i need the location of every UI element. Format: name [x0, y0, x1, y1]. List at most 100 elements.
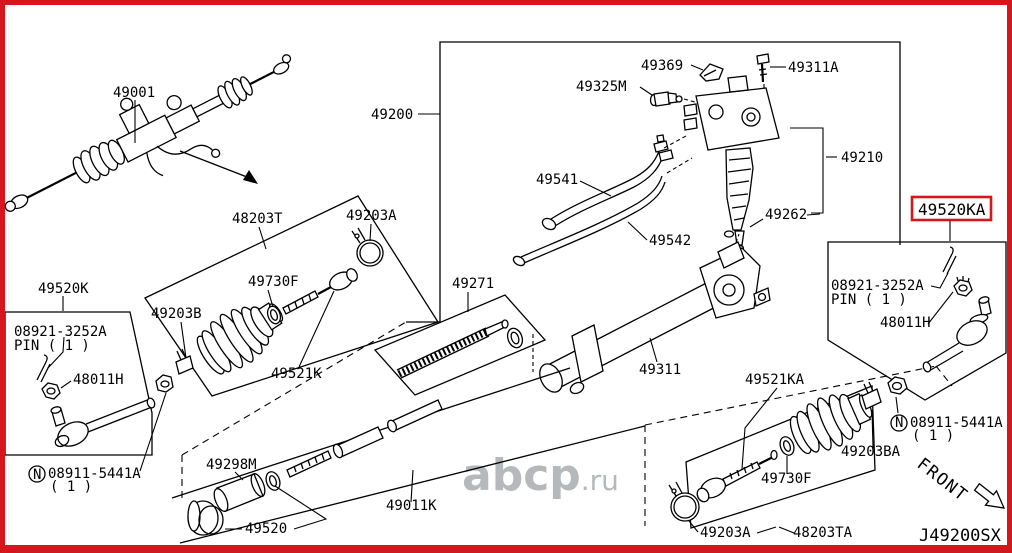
front-arrow	[973, 482, 1006, 509]
label-front: FRONT	[913, 454, 972, 506]
main-assembly-box	[406, 41, 901, 323]
nut-right-drawing	[887, 376, 908, 395]
rack-49271-drawing	[373, 292, 547, 396]
label-n-left-num: 08911-5441A	[48, 466, 141, 482]
pipe-49542-drawing	[512, 149, 693, 267]
label-49203a-lower: 49203A	[700, 525, 751, 541]
label-08921-3252a-left: 08921-3252A	[14, 324, 107, 340]
bracket-49369-drawing	[690, 63, 724, 82]
nut-48011h-left-drawing	[41, 382, 61, 400]
label-49203ba: 49203BA	[841, 444, 901, 460]
label-49311: 49311	[639, 362, 681, 378]
label-48011h-right: 48011H	[880, 315, 931, 331]
label-49521ka: 49521KA	[745, 372, 805, 388]
label-pin-left: PIN ( 1 )	[14, 338, 90, 354]
bracket-49210-lines	[790, 127, 837, 214]
label-49325m: 49325M	[576, 79, 627, 95]
label-49001: 49001	[113, 85, 155, 101]
leader-49520	[274, 485, 328, 530]
watermark: abcp.ru	[462, 450, 619, 501]
label-49200: 49200	[371, 107, 413, 123]
label-49541: 49541	[536, 172, 578, 188]
red-frame-top	[0, 0, 1012, 5]
label-49730f-right: 49730F	[761, 471, 812, 487]
label-n-right-num: 08911-5441A	[910, 415, 1003, 431]
n-circle-right	[890, 414, 908, 432]
sensor-49325m-drawing	[639, 86, 703, 107]
clamp-49203b-drawing	[175, 355, 194, 375]
label-49542: 49542	[649, 233, 691, 249]
label-n-left-qty: ( 1 )	[50, 479, 92, 495]
label-49262: 49262	[765, 207, 807, 223]
leader-49325m	[639, 86, 653, 96]
bolt-49311a-drawing	[756, 53, 786, 99]
label-49271: 49271	[452, 276, 494, 292]
highlight-box-49520ka[interactable]	[910, 195, 993, 241]
label-49298m: 49298M	[206, 457, 257, 473]
tie-rod-end-right-drawing	[922, 296, 992, 373]
leader-49203a-upper	[369, 223, 372, 242]
leader-49542	[627, 221, 648, 241]
leader-49541	[579, 180, 612, 197]
label-49521k: 49521K	[271, 366, 322, 382]
leader-48203t	[258, 226, 267, 250]
label-49011k: 49011K	[386, 498, 437, 514]
leader-49521k	[298, 290, 335, 368]
leader-48011h-right	[927, 291, 954, 325]
leader-49298m	[234, 471, 244, 481]
label-n-left-letter: N	[33, 467, 41, 483]
direction-arrow	[179, 150, 258, 184]
label-j49200sx: J49200SX	[919, 526, 1002, 546]
label-49520ka[interactable]: 49520KA	[918, 200, 986, 219]
leader-48203ta	[778, 526, 795, 534]
leader-49203ba	[871, 409, 874, 449]
label-49210: 49210	[841, 150, 883, 166]
label-n-right-qty: ( 1 )	[912, 428, 954, 444]
leader-49262	[749, 213, 821, 228]
leader-pin-left	[47, 336, 65, 369]
clamp-49203ba-drawing	[861, 388, 882, 410]
leader-49730f-left	[267, 289, 274, 308]
inner-tie-rod-right-drawing	[696, 449, 778, 503]
leader-n-left	[139, 392, 167, 472]
tie-rod-end-left-drawing	[50, 397, 156, 448]
nut-left-drawing	[155, 374, 174, 393]
pin-left-drawing	[36, 354, 51, 383]
pin-right-drawing	[942, 246, 957, 275]
steering-gear-assembly-drawing	[4, 54, 292, 212]
label-48011h-left: 48011H	[73, 372, 124, 388]
red-frame-bottom	[0, 545, 1012, 553]
left-boot-kit-48203t	[144, 195, 439, 397]
label-49203b: 49203B	[151, 306, 202, 322]
bottom-rack-strip	[171, 321, 646, 544]
leader-49203a-lower	[688, 520, 699, 533]
label-48203ta: 48203TA	[793, 525, 853, 541]
label-08921-3252a-right: 08921-3252A	[831, 278, 924, 294]
label-49520k: 49520K	[38, 281, 89, 297]
leader-49311	[649, 337, 658, 363]
label-pin-right: PIN ( 1 )	[831, 292, 907, 308]
right-boot-kit-48203ta	[644, 365, 953, 534]
leader-49203b	[180, 321, 187, 359]
valve-assembly-drawing	[683, 75, 780, 252]
label-n-right-letter: N	[895, 415, 903, 431]
label-49311a: 49311A	[788, 60, 839, 76]
castle-nut-48011h-right-drawing	[953, 279, 973, 297]
label-49520: 49520	[245, 521, 287, 537]
leader-49011k	[410, 469, 414, 503]
hose-49541-drawing	[541, 134, 687, 231]
label-48203t: 48203T	[232, 211, 283, 227]
tie-rod-box-49520ka	[827, 241, 1007, 432]
housing-49311-drawing	[539, 241, 771, 395]
leader-48011h-left	[60, 380, 72, 389]
label-49730f-left: 49730F	[248, 274, 299, 290]
label-49203a-upper: 49203A	[346, 208, 397, 224]
label-49369: 49369	[641, 58, 683, 74]
red-frame-left	[0, 0, 5, 553]
n-circle-left	[28, 465, 46, 483]
leader-n-right	[895, 396, 899, 414]
tie-rod-box-49520k	[4, 296, 167, 483]
red-frame-right	[1007, 0, 1012, 553]
clamp-49203a-lower-drawing	[670, 492, 700, 522]
